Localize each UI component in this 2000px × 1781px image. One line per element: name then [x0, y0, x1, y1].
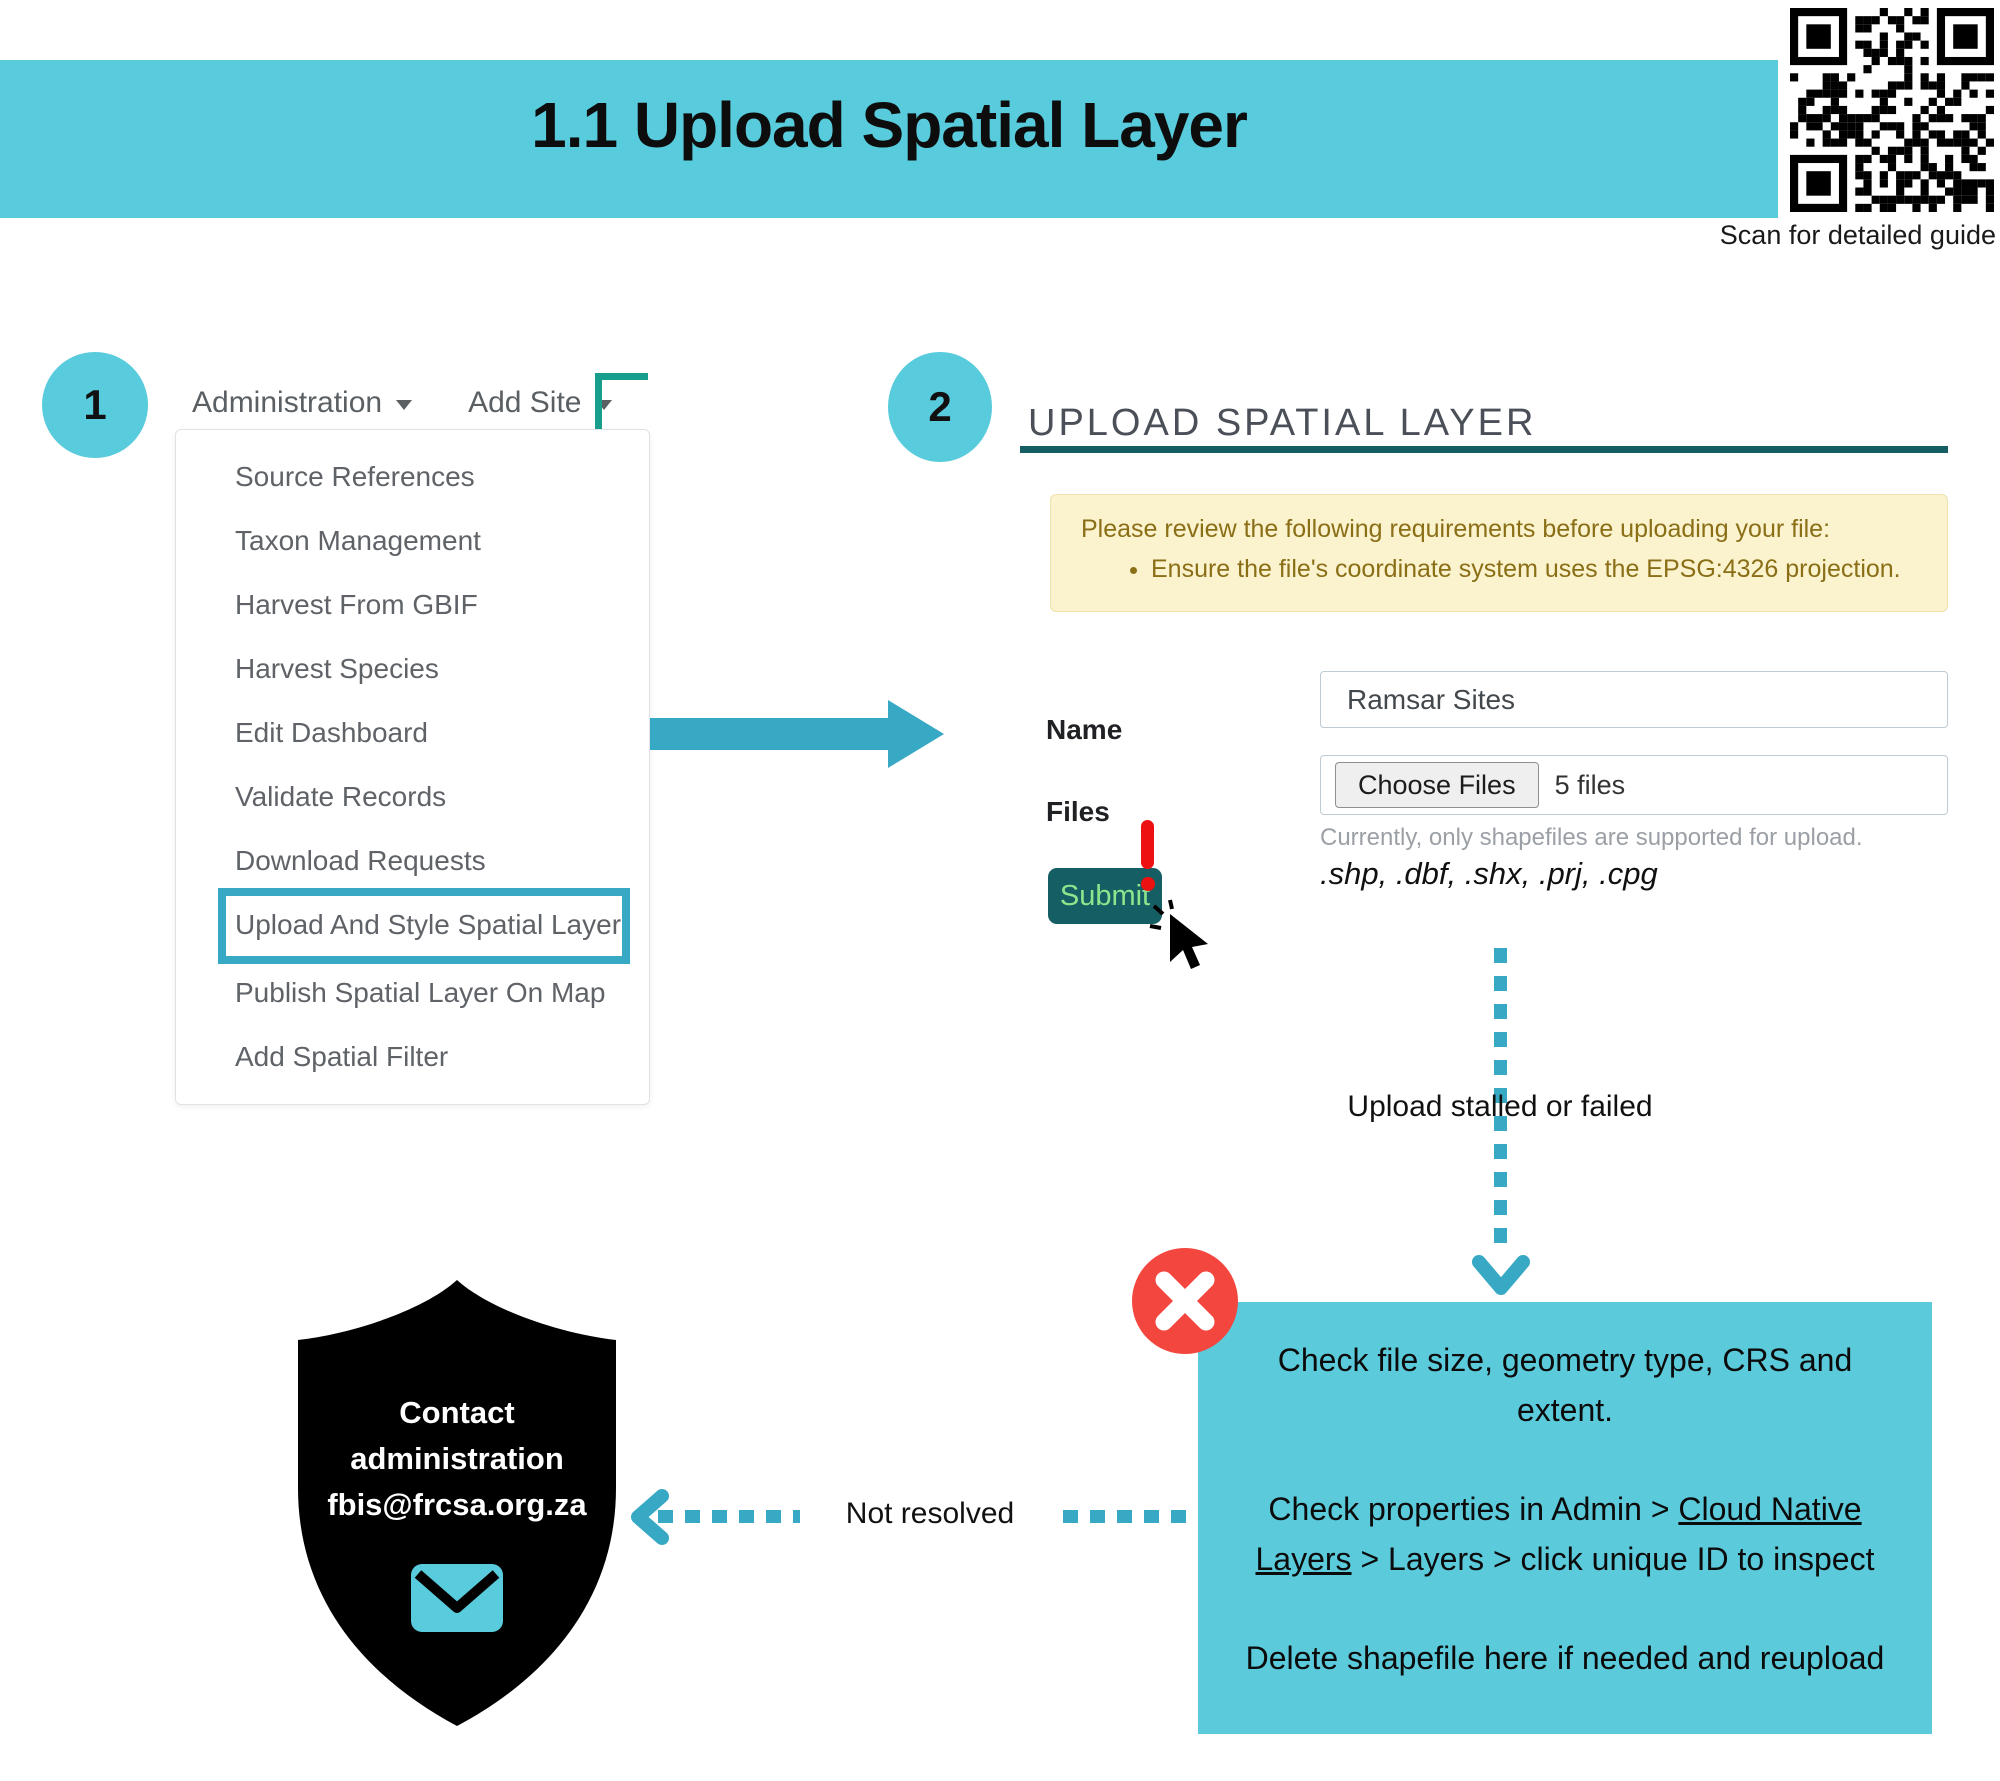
alert-exclamation-icon — [1141, 877, 1155, 891]
menu-item-harvest-species[interactable]: Harvest Species — [235, 653, 439, 684]
flow-arrow-left-head — [631, 1489, 669, 1545]
alert-exclamation-icon — [1141, 820, 1154, 869]
email-envelope-icon — [411, 1564, 503, 1632]
flow-arrow-down — [1494, 948, 1507, 1256]
files-helper-text: Currently, only shapefiles are supported… — [1320, 824, 1863, 851]
menu-item-validate-records[interactable]: Validate Records — [235, 781, 447, 812]
qr-code — [1790, 8, 1994, 212]
chevron-down-icon — [396, 400, 413, 410]
step-arrow-head — [888, 700, 944, 768]
contact-line-1: Contact — [399, 1395, 515, 1430]
qr-caption: Scan for detailed guide — [1719, 220, 1996, 250]
contact-text: Contact administration fbis@frcsa.org.za — [287, 1390, 627, 1528]
files-count: 5 files — [1554, 769, 1626, 800]
menu-item-download-requests[interactable]: Download Requests — [235, 845, 486, 876]
notice-intro: Please review the following requirements… — [1081, 515, 1831, 543]
step-2-badge: 2 — [888, 352, 992, 462]
menu-item-source-references[interactable]: Source References — [235, 461, 475, 492]
not-resolved-label: Not resolved — [800, 1497, 1060, 1531]
page-title: 1.1 Upload Spatial Layer — [531, 89, 1248, 161]
menubar-administration[interactable]: Administration — [192, 386, 383, 419]
administration-dropdown — [175, 429, 650, 1105]
name-input[interactable]: Ramsar Sites — [1320, 671, 1948, 728]
qr-code-image — [1790, 8, 1994, 212]
files-input[interactable]: Choose Files 5 files — [1320, 755, 1948, 815]
stalled-label: Upload stalled or failed — [1347, 1090, 1653, 1123]
menu-item-publish-spatial-layer-on-map[interactable]: Publish Spatial Layer On Map — [235, 977, 606, 1008]
step-1-number: 1 — [83, 381, 107, 428]
files-label: Files — [1046, 796, 1110, 827]
troubleshoot-box: Check file size, geometry type, CRS and … — [1198, 1302, 1932, 1734]
step-arrow — [650, 718, 890, 750]
contact-email: fbis@frcsa.org.za — [327, 1487, 587, 1522]
troubleshoot-line-2: Check properties in Admin > Cloud Native… — [1234, 1485, 1896, 1584]
menubar-add-site[interactable]: Add Site — [468, 386, 582, 419]
requirements-notice: Please review the following requirements… — [1050, 494, 1948, 612]
contact-line-2: administration — [350, 1441, 564, 1476]
cloud-native-layers-link[interactable]: Cloud Native Layers — [1255, 1491, 1862, 1577]
search-box-corner-bracket — [595, 373, 602, 431]
highlight-outline — [218, 888, 630, 964]
name-input-value: Ramsar Sites — [1347, 683, 1516, 715]
name-label: Name — [1046, 714, 1123, 745]
troubleshoot-line-1: Check file size, geometry type, CRS and … — [1277, 1342, 1853, 1428]
cursor-icon — [1149, 899, 1208, 969]
menu-item-upload-and-style-spatial-layer[interactable]: Upload And Style Spatial Layer — [235, 909, 622, 940]
header-banner — [0, 60, 1778, 218]
menu-item-harvest-from-gbif[interactable]: Harvest From GBIF — [235, 589, 478, 620]
shield-icon — [298, 1280, 616, 1726]
troubleshoot-line-2-suffix: > Layers > click unique ID to inspect — [1351, 1540, 1875, 1577]
upload-spatial-layer-heading: UPLOAD SPATIAL LAYER — [1028, 402, 1537, 444]
error-x-icon — [1132, 1248, 1238, 1354]
admin-menubar: Administration Add Site — [192, 386, 612, 420]
supported-extensions: .shp, .dbf, .shx, .prj, .cpg — [1320, 856, 1658, 891]
search-box-corner-bracket — [595, 373, 648, 380]
step-2-number: 2 — [928, 383, 952, 430]
menu-item-taxon-management[interactable]: Taxon Management — [235, 525, 481, 556]
notice-bullet: Ensure the file's coordinate system uses… — [1151, 555, 1901, 584]
flow-arrow-down-head — [1472, 1255, 1530, 1295]
menu-item-edit-dashboard[interactable]: Edit Dashboard — [235, 717, 429, 748]
troubleshoot-line-3: Delete shapefile here if needed and reup… — [1245, 1640, 1885, 1677]
notice-list: Ensure the file's coordinate system uses… — [1123, 549, 1901, 584]
troubleshoot-line-2-prefix: Check properties in Admin > — [1268, 1491, 1679, 1528]
menu-item-add-spatial-filter[interactable]: Add Spatial Filter — [235, 1041, 449, 1072]
choose-files-button[interactable]: Choose Files — [1335, 762, 1539, 808]
chevron-down-icon — [595, 400, 612, 410]
heading-underline — [1020, 446, 1948, 453]
step-1-badge: 1 — [42, 352, 148, 458]
